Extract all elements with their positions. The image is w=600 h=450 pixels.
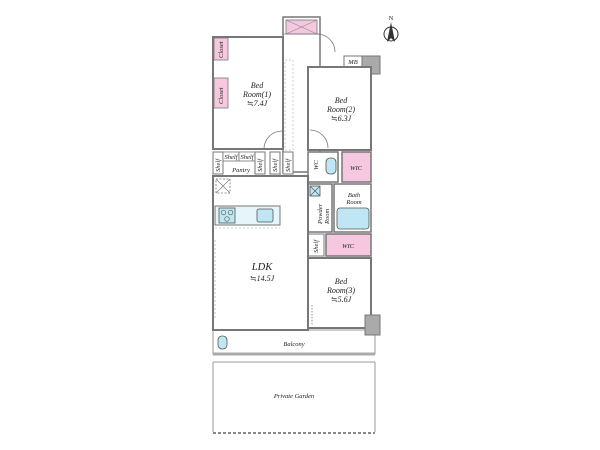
shelf3-label: Shelf [241,154,255,161]
closet-b-label: Closet [218,87,225,104]
bed2-name-line1: Bed [335,96,348,105]
pantry-label: Pantry [231,167,250,174]
wc-area: WC WIC [307,151,372,183]
outdoor-unit [217,335,228,350]
wic-1 [341,151,372,183]
structural-column-2 [364,314,381,336]
bed2-name-line2: Room(2) [326,105,355,114]
wic-2 [325,233,372,257]
powder-name-line1: Powder [317,203,324,225]
powder-name-line2: Room [324,209,331,225]
closet-a-label: Closet [218,41,225,58]
bed3-size: ≒5.6J [331,295,352,304]
ldk-size: ≒14.5J [250,274,275,283]
private-garden: Private Garden [212,361,376,434]
shelf1-label: Shelf [215,158,222,172]
bed2-size: ≒6.3J [331,114,352,123]
mb-label: MB [347,59,357,66]
powder-room: Powder Room [307,183,333,233]
shelf5-label: Shelf [272,158,279,172]
wic1-label: WIC [350,165,363,172]
wc-label: WC [313,160,320,170]
bed3-name-line2: Room(3) [326,286,355,295]
bed-room-3: Bed Room(3) ≒5.6J [307,257,381,336]
pantry-area: Shelf Shelf Shelf Shelf Shelf Shelf Pant… [212,151,309,189]
bath-room: Bath Room [333,183,372,233]
shelf6-label: Shelf [285,158,292,172]
bath-name-line2: Room [345,199,361,206]
bed1-size: ≒7.4J [247,99,268,108]
garden-label: Private Garden [273,393,314,400]
balcony-label: Balcony [283,341,304,348]
shelf-wic-row: Shelf WIC [307,233,372,257]
ldk: LDK ≒14.5J [212,175,309,331]
bathtub-icon [336,207,370,230]
bed1-name-line2: Room(1) [242,90,271,99]
compass-label: N [389,15,394,22]
wic2-label: WIC [342,243,355,250]
north-arrow-icon: N [383,15,399,42]
shelf2-label: Shelf [225,154,239,161]
stove-icon [218,207,236,224]
sink-icon [256,208,274,223]
closet-a [213,37,229,61]
shelf4-label: Shelf [257,158,264,172]
balcony: Balcony [212,329,376,356]
bath-name-line1: Bath [348,192,360,199]
ldk-name: LDK [251,262,273,273]
bed3-name-line1: Bed [335,277,348,286]
closet-b [213,77,229,109]
toilet-icon [325,157,337,175]
bed-room-1: Closet Closet Bed Room(1) ≒7.4J [212,36,284,150]
bed-room-2: Bed Room(2) ≒6.3J [307,66,372,151]
bed1-name-line1: Bed [251,81,264,90]
shelf7-label: Shelf [313,239,320,253]
